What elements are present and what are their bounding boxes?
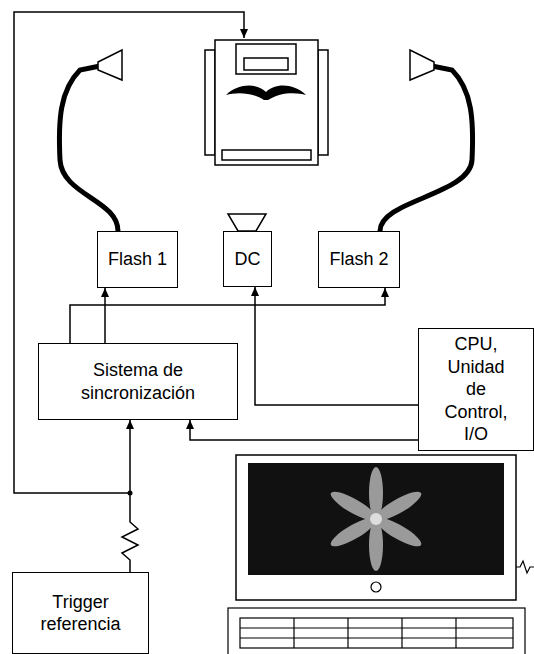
node-label: Trigger referencia — [26, 591, 136, 636]
trigger-wire — [14, 12, 244, 493]
signal-connector — [104, 288, 106, 343]
signal-connector — [190, 420, 418, 440]
node-label: Sistema de sincronización — [53, 359, 223, 404]
node-label: DC — [235, 248, 261, 271]
node-label: Flash 2 — [329, 248, 388, 271]
signal-connector — [255, 287, 418, 405]
lens-horn — [98, 50, 122, 80]
flash-box: Flash 2 — [318, 231, 400, 288]
fiber-cable — [380, 66, 473, 231]
lens-horn — [410, 50, 434, 80]
fiber-cable — [59, 66, 118, 231]
node-label: CPU, Unidad de Control, I/O — [440, 333, 512, 446]
camera-box: DC — [223, 231, 272, 287]
injection-chamber — [205, 40, 328, 165]
sync-box: Sistema de sincronización — [38, 343, 238, 420]
camera-lens — [228, 214, 266, 231]
keyboard — [228, 608, 525, 654]
monitor — [236, 455, 534, 600]
signal-connector — [122, 420, 138, 572]
node-label: Flash 1 — [108, 248, 167, 271]
signal-connector — [70, 288, 385, 343]
control-box: CPU, Unidad de Control, I/O — [418, 328, 534, 451]
flash-box: Flash 1 — [97, 231, 178, 288]
trigger-box: Trigger referencia — [12, 572, 149, 654]
spray-nozzle — [226, 86, 306, 100]
